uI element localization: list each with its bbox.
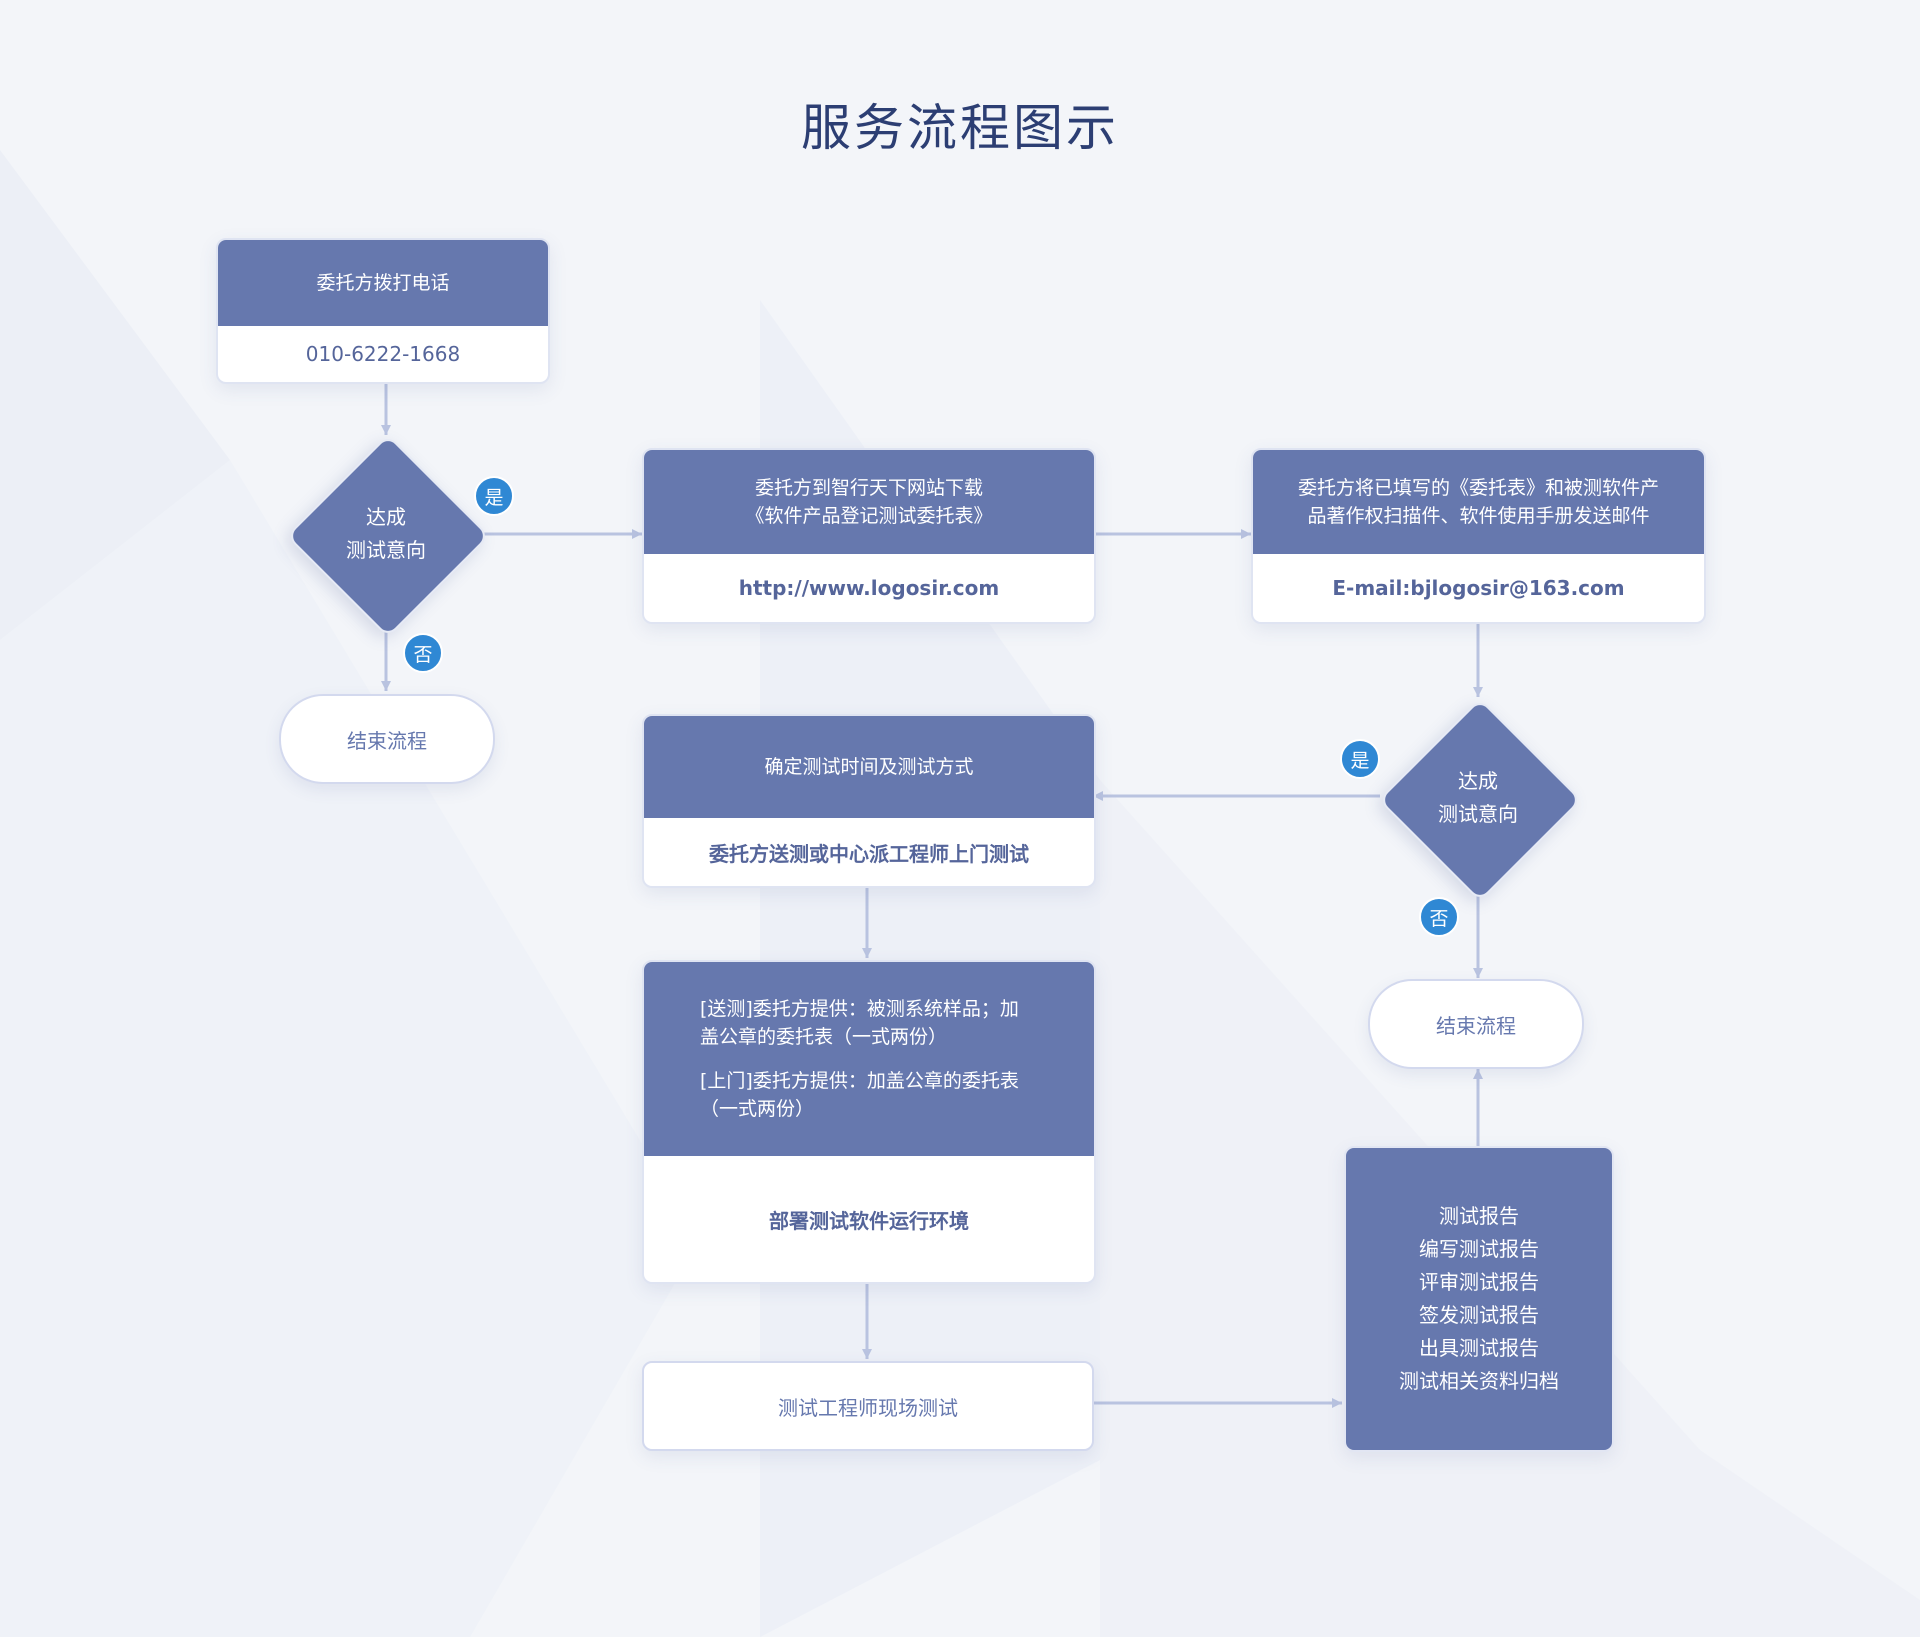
decision-1-line1: 达成	[366, 505, 406, 529]
step-deploy-para1-line2: 盖公章的委托表（一式两份）	[700, 1026, 948, 1048]
end-process-2: 结束流程	[1368, 979, 1584, 1069]
step-mail-card: 委托方将已填写的《委托表》和被测软件产 品著作权扫描件、软件使用手册发送邮件 E…	[1251, 448, 1706, 624]
step-download-card: 委托方到智行天下网站下载 《软件产品登记测试委托表》 http://www.lo…	[642, 448, 1096, 624]
decision-2-yes-badge: 是	[1340, 739, 1380, 779]
step-deploy-head: [送测]委托方提供：被测系统样品；加 盖公章的委托表（一式两份） [上门]委托方…	[644, 962, 1094, 1156]
step-deploy-para2: [上门]委托方提供：加盖公章的委托表 （一式两份）	[700, 1067, 1038, 1123]
decision-1-label: 达成 测试意向	[288, 436, 484, 632]
step-report-card: 测试报告 编写测试报告 评审测试报告 签发测试报告 出具测试报告 测试相关资料归…	[1344, 1146, 1614, 1452]
step-deploy-card: [送测]委托方提供：被测系统样品；加 盖公章的委托表（一式两份） [上门]委托方…	[642, 960, 1096, 1284]
decision-1: 达成 测试意向	[286, 434, 490, 638]
report-item: 出具测试报告	[1419, 1336, 1539, 1360]
report-item: 签发测试报告	[1419, 1303, 1539, 1327]
decision-1-yes-badge: 是	[474, 476, 514, 516]
step-mail-head: 委托方将已填写的《委托表》和被测软件产 品著作权扫描件、软件使用手册发送邮件	[1253, 450, 1704, 554]
decision-2: 达成 测试意向	[1378, 698, 1582, 902]
decision-2-line2: 测试意向	[1438, 802, 1518, 826]
step-call-card: 委托方拨打电话 010-6222-1668	[216, 238, 550, 384]
decision-1-line2: 测试意向	[346, 538, 426, 562]
step-schedule-head: 确定测试时间及测试方式	[644, 716, 1094, 818]
decision-1-no-badge: 否	[403, 633, 443, 673]
step-download-url: http://www.logosir.com	[738, 576, 1000, 600]
decision-2-no-badge: 否	[1419, 897, 1459, 937]
step-deploy-para1: [送测]委托方提供：被测系统样品；加 盖公章的委托表（一式两份）	[700, 995, 1038, 1051]
step-deploy-para1-line1: [送测]委托方提供：被测系统样品；加	[700, 998, 1019, 1020]
step-schedule-card: 确定测试时间及测试方式 委托方送测或中心派工程师上门测试	[642, 714, 1096, 888]
step-mail-line2: 品著作权扫描件、软件使用手册发送邮件	[1307, 505, 1650, 527]
decision-2-line1: 达成	[1458, 769, 1498, 793]
report-item: 评审测试报告	[1419, 1270, 1539, 1294]
page-title: 服务流程图示	[801, 99, 1119, 157]
step-deploy-para2-line2: （一式两份）	[700, 1098, 815, 1120]
report-item: 测试报告	[1439, 1204, 1519, 1228]
end-process-1: 结束流程	[279, 694, 495, 784]
step-download-line2: 《软件产品登记测试委托表》	[745, 505, 993, 527]
report-item: 测试相关资料归档	[1399, 1369, 1559, 1393]
step-call-phone: 010-6222-1668	[305, 342, 461, 366]
step-deploy-env: 部署测试软件运行环境	[769, 1208, 969, 1233]
step-deploy-para2-line1: [上门]委托方提供：加盖公章的委托表	[700, 1070, 1019, 1092]
step-mail-line1: 委托方将已填写的《委托表》和被测软件产	[1297, 477, 1659, 499]
report-item: 编写测试报告	[1419, 1237, 1539, 1261]
step-onsite-test: 测试工程师现场测试	[642, 1361, 1094, 1451]
step-schedule-method: 委托方送测或中心派工程师上门测试	[709, 841, 1029, 866]
decision-2-label: 达成 测试意向	[1380, 700, 1576, 896]
step-mail-email: E-mail:bjlogosir@163.com	[1332, 576, 1625, 600]
step-call-head: 委托方拨打电话	[218, 240, 548, 326]
step-download-line1: 委托方到智行天下网站下载	[754, 477, 983, 499]
step-download-head: 委托方到智行天下网站下载 《软件产品登记测试委托表》	[644, 450, 1094, 554]
